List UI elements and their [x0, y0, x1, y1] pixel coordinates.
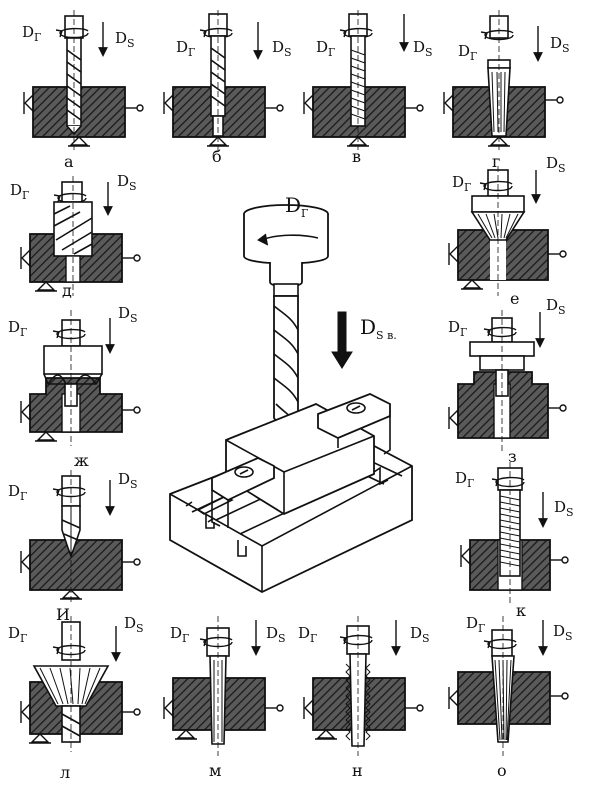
feed-label: DS: [546, 296, 566, 317]
feed-label: DS: [272, 38, 292, 59]
rotation-label: DГ: [455, 469, 474, 490]
feed-label: DS: [117, 172, 137, 193]
center-feed-label: DS в.: [360, 315, 397, 342]
rotation-label: DГ: [176, 38, 195, 59]
panel-caption: з: [508, 447, 517, 466]
panel-caption: н: [352, 761, 363, 780]
support-symbol: [67, 136, 91, 147]
panel-d: DГ DS д: [10, 172, 141, 300]
rotation-label: DГ: [458, 42, 477, 63]
panel-caption: л: [60, 763, 70, 782]
right-clamp: [317, 393, 391, 439]
panel-m: DГ DS м: [163, 616, 286, 780]
panel-caption: ж: [74, 451, 89, 470]
panel-caption: е: [510, 289, 519, 308]
workpiece: [29, 539, 123, 591]
panel-o: DГ DS о: [448, 614, 573, 780]
reamer-body: [350, 35, 366, 127]
panel-k: DГ DS к: [455, 462, 574, 620]
rotation-label: DГ: [170, 624, 189, 645]
feed-label: DS: [118, 470, 138, 491]
rotation-label: DГ: [448, 318, 467, 339]
panel-a: DГ DS а: [22, 10, 144, 171]
counterbore-body: [43, 345, 103, 375]
feed-label: DS: [553, 622, 573, 643]
panel-l: DГ DS л: [8, 614, 144, 782]
locator-symbol: [23, 91, 34, 115]
rotation-label: DГ: [298, 624, 317, 645]
clamp-symbol: [124, 104, 144, 112]
spindle-chuck: [243, 214, 329, 265]
rotation-label: DГ: [10, 181, 29, 202]
rotation-label: DГ: [316, 38, 335, 59]
center-illustration: DГ DS в.: [169, 193, 413, 594]
panel-caption: м: [209, 761, 221, 780]
panel-e: DГ DS е: [448, 154, 567, 308]
feed-label: DS: [266, 624, 286, 645]
feed-label: DS: [115, 29, 135, 50]
panel-caption: г: [492, 152, 500, 171]
feed-label: DS: [550, 34, 570, 55]
center-rotation-label: DГ: [285, 193, 308, 220]
panel-caption: а: [64, 152, 74, 171]
panel-g: DГ DS г: [443, 10, 570, 171]
panel-zh: DГ DS ж: [8, 304, 141, 470]
feed-label: DS: [124, 614, 144, 635]
rotation-label: DГ: [8, 624, 27, 645]
panel-caption: д: [62, 281, 72, 300]
rotation-label: DГ: [8, 318, 27, 339]
feed-label: DS: [118, 304, 138, 325]
panel-z: DГ DS з: [448, 296, 567, 466]
rotation-label: DГ: [22, 23, 41, 44]
panel-i: DГ DS И: [8, 470, 141, 624]
rotation-label: DГ: [452, 173, 471, 194]
panel-caption: к: [516, 601, 526, 620]
feed-label: DS: [546, 154, 566, 175]
panel-caption: в: [352, 147, 361, 166]
center-feed-arrow: [331, 311, 353, 369]
feed-label: DS: [554, 498, 574, 519]
panel-caption: б: [212, 147, 222, 166]
panel-caption: о: [497, 761, 507, 780]
rotation-label: DГ: [466, 614, 485, 635]
rotation-label: DГ: [8, 482, 27, 503]
feed-label: DS: [410, 624, 430, 645]
feed-label: DS: [413, 38, 433, 59]
panel-n: DГ DS н: [298, 616, 430, 780]
panel-b: DГ DS б: [163, 10, 292, 166]
panel-v: DГ DS в: [303, 10, 433, 166]
panel-caption: И: [56, 605, 70, 624]
